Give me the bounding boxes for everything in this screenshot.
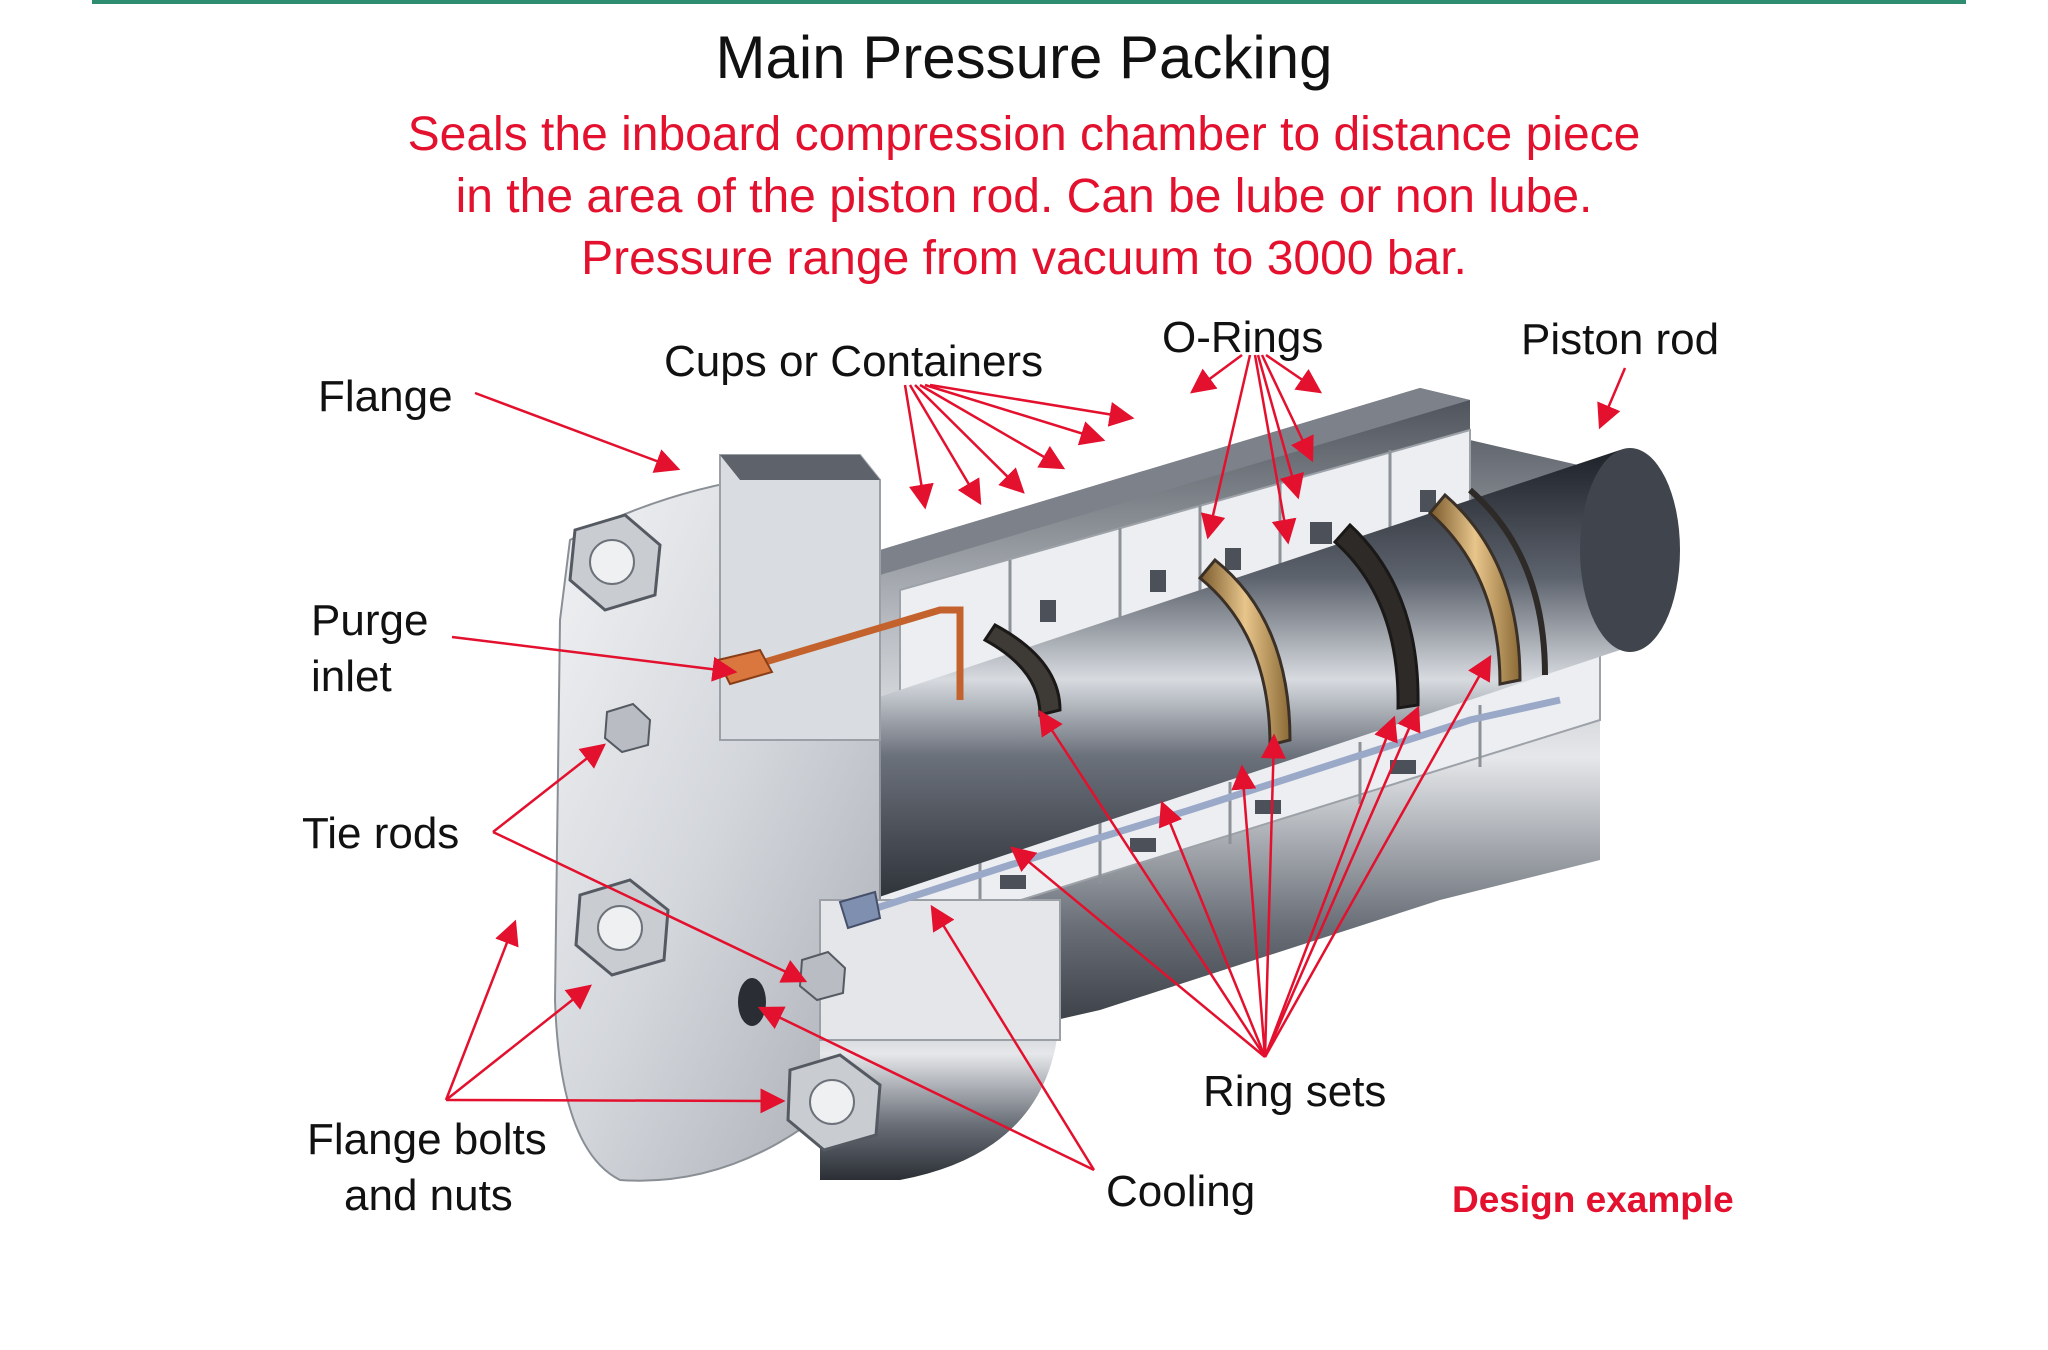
design-example-note: Design example: [1452, 1179, 1734, 1220]
subtitle-line: Seals the inboard compression chamber to…: [407, 108, 1641, 161]
label-and-nuts: and nuts: [344, 1171, 513, 1220]
subtitle-line: Pressure range from vacuum to 3000 bar.: [581, 232, 1467, 285]
tie-rod-nut-icon: [603, 702, 652, 754]
tie-rod-nut-icon: [798, 950, 847, 1002]
cooling-line: [838, 696, 1561, 930]
subtitle: Seals the inboard compression chamber to…: [0, 104, 2048, 290]
label-cooling: Cooling: [1106, 1167, 1256, 1216]
label-piston-rod: Piston rod: [1521, 315, 1720, 364]
label-inlet: inlet: [311, 652, 392, 701]
label-o-rings: O-Rings: [1162, 313, 1324, 362]
cooling-fitting-icon: [838, 890, 882, 930]
flange-bolt-icon: [786, 1053, 882, 1152]
label-flange-bolts: Flange bolts: [307, 1115, 547, 1164]
label-tie-rods: Tie rods: [302, 809, 460, 858]
label-flange: Flange: [318, 372, 453, 421]
label-ring-sets: Ring sets: [1203, 1067, 1387, 1116]
label-cups-or-containers: Cups or Containers: [664, 337, 1044, 386]
flange-bolt-icon: [568, 513, 662, 612]
page-title: Main Pressure Packing: [715, 24, 1333, 91]
subtitle-line: in the area of the piston rod. Can be lu…: [455, 170, 1593, 223]
callout-arrows: [444, 353, 1627, 1172]
label-purge: Purge: [311, 596, 429, 645]
cooling-port-icon: [738, 978, 766, 1026]
top-rule: [92, 0, 1966, 4]
